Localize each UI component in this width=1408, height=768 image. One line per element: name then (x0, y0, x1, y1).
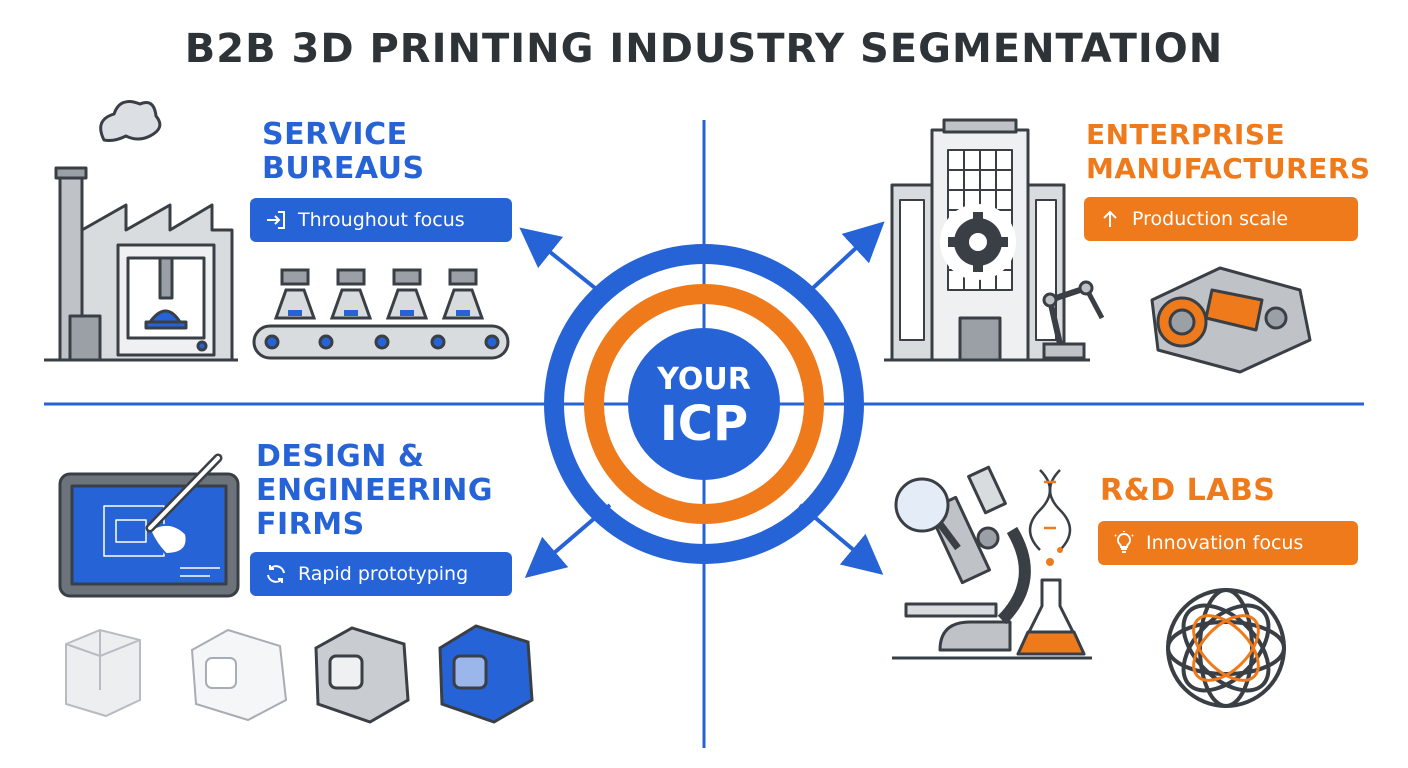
segment-tag-label: Production scale (1132, 208, 1289, 230)
factory-icon (44, 100, 238, 362)
segment-tag-label: Rapid prototyping (298, 563, 469, 585)
page-title: B2B 3D PRINTING INDUSTRY SEGMENTATION (184, 26, 1224, 72)
segment-title-rd-labs: R&D LABS (1100, 474, 1275, 508)
center-label: YOUR ICP (610, 362, 798, 450)
cube-stage-wireframe-icon (190, 628, 288, 722)
flask-icon (1016, 547, 1086, 656)
microscope-icon (892, 465, 1092, 660)
dna-icon (1028, 469, 1072, 551)
segment-title-service-bureaus: SERVICE BUREAUS (262, 118, 425, 186)
target-center (628, 328, 780, 480)
segment-tag-enterprise-manufacturers: Production scale (1084, 197, 1358, 241)
segment-tag-label: Throughout focus (298, 209, 465, 231)
conveyor-belt-icon (252, 268, 510, 360)
cube-stage-blue-icon (438, 624, 534, 724)
tablet-blueprint-icon (58, 472, 240, 598)
segment-tag-rd-labs: Innovation focus (1098, 521, 1358, 565)
segment-title-line: MANUFACTURERS (1086, 152, 1371, 185)
engine-block-icon (1150, 266, 1312, 374)
magnifying-glass-icon (894, 477, 961, 551)
segment-tag-design-engineering-firms: Rapid prototyping (250, 552, 512, 596)
segment-title-line: DESIGN & (256, 439, 425, 474)
segment-title-line: ENTERPRISE (1086, 118, 1286, 151)
segment-title-design-engineering-firms: DESIGN & ENGINEERING FIRMS (256, 440, 493, 542)
segment-title-line: ENGINEERING (256, 473, 493, 508)
refresh-icon (264, 562, 288, 586)
arrow-into-box-icon (264, 208, 288, 232)
segment-tag-label: Innovation focus (1146, 532, 1304, 554)
center-label-line1: YOUR (657, 362, 751, 397)
cube-stage-gray-icon (314, 626, 410, 724)
gear-icon (940, 204, 1016, 280)
arrow-up-icon (1098, 207, 1122, 231)
segment-title-line: FIRMS (256, 507, 365, 542)
segment-tag-service-bureaus: Throughout focus (250, 198, 512, 242)
stylus-icon (145, 453, 223, 533)
segment-title-enterprise-manufacturers: ENTERPRISE MANUFACTURERS (1086, 118, 1371, 186)
lightbulb-icon (1112, 531, 1136, 555)
cube-stage-sketch-icon (65, 628, 141, 718)
segment-title-line: SERVICE (262, 117, 408, 152)
target-rings (544, 244, 864, 564)
lattice-structure-icon (1166, 588, 1286, 708)
segment-title-line: BUREAUS (262, 151, 425, 186)
center-label-line2: ICP (659, 396, 749, 452)
segment-title-line: R&D LABS (1100, 473, 1276, 508)
robot-arm-icon (1042, 280, 1105, 360)
